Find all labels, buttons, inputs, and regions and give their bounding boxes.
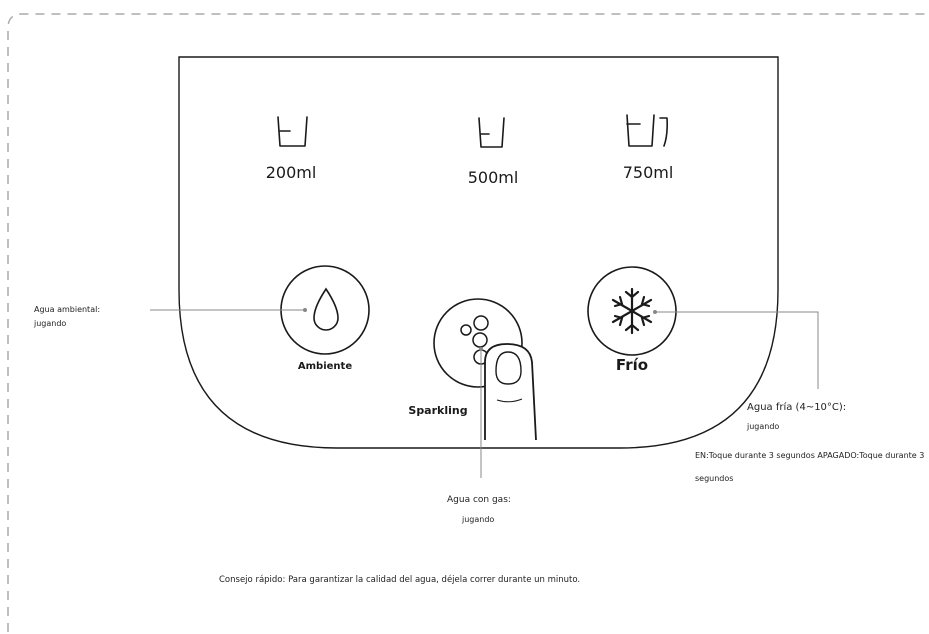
cold-button-label: Frío xyxy=(592,356,672,374)
sparkling-button-label: Sparkling xyxy=(398,404,478,417)
finger-illustration xyxy=(485,344,536,440)
sparkling-callout-title: Agua con gas: xyxy=(447,494,511,506)
volume-label-200: 200ml xyxy=(246,163,336,182)
cold-callout-note-line1: EN:Toque durante 3 segundos APAGADO:Toqu… xyxy=(695,450,924,462)
cup-icon-medium xyxy=(479,118,504,147)
cold-callout-status: jugando xyxy=(747,421,779,433)
cup-icon-small xyxy=(278,117,307,146)
volume-label-500: 500ml xyxy=(448,168,538,187)
cup-icon-large xyxy=(627,115,667,146)
ambient-button-label: Ambiente xyxy=(270,361,380,372)
quick-tip: Consejo rápido: Para garantizar la calid… xyxy=(219,575,580,585)
control-panel-outline xyxy=(179,57,778,448)
cold-callout-title: Agua fría (4~10°C): xyxy=(747,402,846,413)
sparkling-callout-status: jugando xyxy=(462,514,494,526)
cold-button[interactable] xyxy=(588,267,676,355)
ambient-callout-title: Agua ambiental: xyxy=(34,304,100,316)
cold-callout-note-line2: segundos xyxy=(695,473,733,485)
ambient-callout-status: jugando xyxy=(34,318,66,330)
volume-label-750: 750ml xyxy=(603,163,693,182)
